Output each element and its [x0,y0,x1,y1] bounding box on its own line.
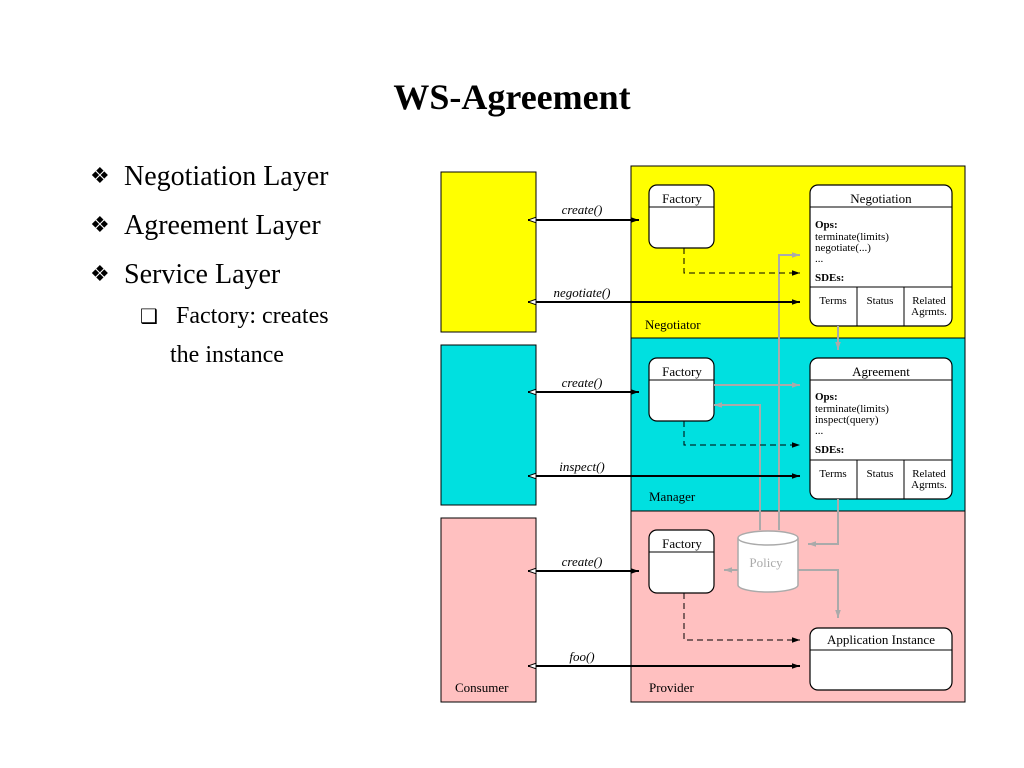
application-instance: Application Instance [809,627,953,691]
bullet-item: ❖ Negotiation Layer [90,152,329,201]
sub-bullet-continuation: the instance [170,342,284,368]
sde-status: Status [867,295,894,307]
sdes-label: SDEs: [815,444,844,456]
consumer-service-box [440,517,537,703]
service-title: Agreement [852,364,910,379]
checkbox-bullet-icon: ❑ [140,304,158,328]
consumer-negotiation-box [440,171,537,333]
manager-factory: Factory [648,357,715,422]
dashed-connectors [683,248,800,643]
bullet-text: Agreement Layer [124,209,321,241]
negotiator-layer-label: Negotiator [645,317,701,332]
negotiation-service: Negotiation Ops: terminate(limits) negot… [809,184,953,327]
call-arrows [528,220,800,666]
call-label-foo: foo() [569,649,594,664]
ops-label: Ops: [815,219,838,231]
op-item: negotiate(...) [815,242,871,254]
diamond-bullet-icon: ❖ [90,213,110,238]
call-label-inspect: inspect() [559,459,604,474]
op-item: terminate(limits) [815,403,889,415]
call-label-negotiate: negotiate() [553,285,610,300]
call-label-create: create() [562,554,603,569]
page-title: WS-Agreement [393,77,631,117]
policy-store: Policy [737,530,799,593]
bullet-text: Negotiation Layer [124,160,329,192]
sde-terms: Terms [819,295,846,307]
consumer-label: Consumer [455,680,509,695]
bullet-text: Service Layer [124,258,281,290]
diamond-bullet-icon: ❖ [90,262,110,287]
call-label-create: create() [562,375,603,390]
ops-label: Ops: [815,391,838,403]
consumer-agreement-box [440,344,537,506]
sdes-label: SDEs: [815,272,844,284]
policy-label: Policy [749,555,783,570]
negotiator-factory: Factory [648,184,715,249]
sde-related: Related [912,468,946,480]
sub-bullet-text: Factory: creates [176,303,329,329]
sde-agrmts: Agrmts. [911,479,947,491]
op-item: ... [815,253,824,265]
sub-bullet-item: ❑ Factory: creates [140,303,329,330]
factory-title: Factory [662,191,702,206]
sde-status: Status [867,468,894,480]
manager-layer-label: Manager [649,489,696,504]
op-item: ... [815,425,824,437]
sde-related: Related [912,295,946,307]
call-label-create: create() [562,202,603,217]
factory-title: Factory [662,536,702,551]
provider-label: Provider [649,680,694,695]
sde-terms: Terms [819,468,846,480]
factory-title: Factory [662,364,702,379]
diamond-bullet-icon: ❖ [90,164,110,189]
gray-connectors [714,252,841,618]
op-item: terminate(limits) [815,231,889,243]
agreement-service: Agreement Ops: terminate(limits) inspect… [809,357,953,500]
op-item: inspect(query) [815,414,879,426]
app-instance-title: Application Instance [827,632,935,647]
service-title: Negotiation [850,191,912,206]
bullet-item: ❖ Service Layer [90,250,329,299]
sde-agrmts: Agrmts. [911,306,947,318]
provider-factory: Factory [648,529,715,594]
bullet-list: ❖ Negotiation Layer ❖ Agreement Layer ❖ … [90,152,329,369]
bullet-item: ❖ Agreement Layer [90,201,329,250]
